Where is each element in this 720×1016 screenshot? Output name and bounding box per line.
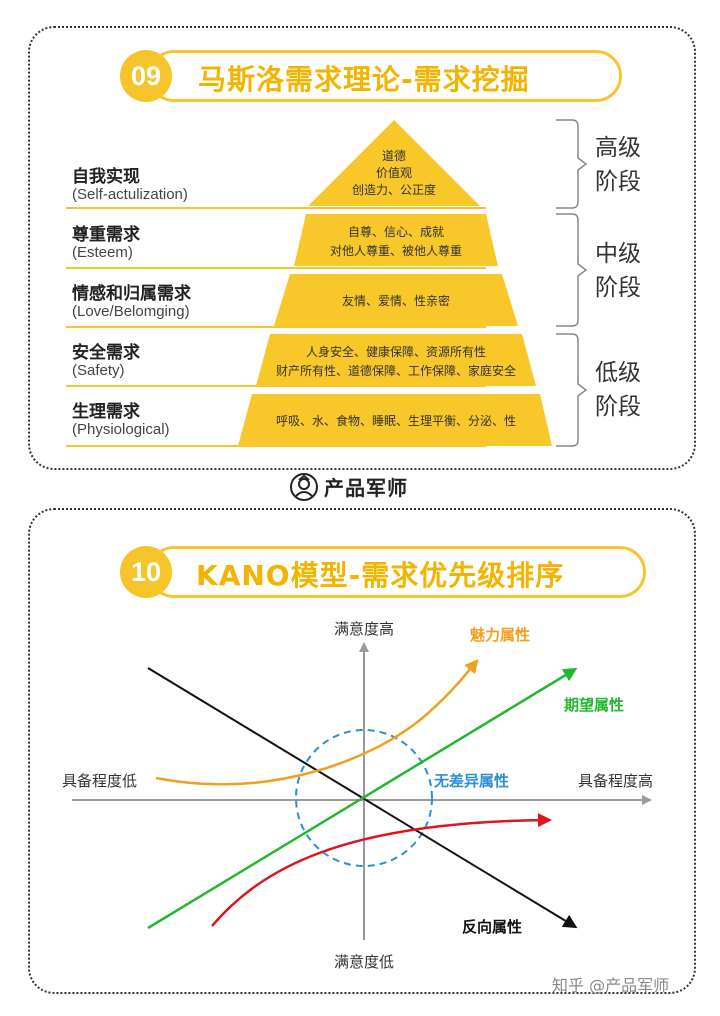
level-en-4: (Physiological) (72, 421, 170, 438)
tier-desc-3-line-2: 财产所有性、道德保障、工作保障、家庭安全 (276, 363, 516, 378)
maslow-section-badge: 09 (120, 50, 172, 102)
watermark: 知乎 @产品军师 (552, 976, 670, 995)
pyramid-tier-safety (256, 334, 536, 386)
stage-low-line-2: 阶段 (595, 394, 641, 420)
pyramid-tier-esteem (294, 214, 498, 266)
level-en-3: (Safety) (72, 362, 125, 379)
maslow-title-pill (148, 50, 622, 102)
pyramid-tier-self-actualization (308, 120, 480, 206)
level-en-1: (Esteem) (72, 244, 133, 261)
stage-bracket-mid (556, 213, 588, 327)
tier-desc-2-line-1: 友情、爱情、性亲密 (342, 293, 450, 308)
tier-desc-3-line-1: 人身安全、健康保障、资源所有性 (306, 344, 486, 359)
tier-desc-1-line-1: 自尊、信心、成就 (348, 224, 444, 239)
level-en-2: (Love/Belomging) (72, 303, 190, 320)
stage-low: 低级 阶段 (588, 356, 648, 424)
tier-desc-4-line-1: 呼吸、水、食物、睡眠、生理平衡、分泌、性 (276, 413, 516, 428)
stage-low-line-1: 低级 (595, 360, 641, 386)
stage-mid-line-1: 中级 (595, 241, 641, 267)
general-avatar-icon (290, 472, 318, 501)
pyramid-tier-physiological (238, 394, 552, 446)
tier-desc-0-line-3: 创造力、公正度 (352, 182, 436, 197)
pyramid-tier-love (274, 274, 518, 326)
kano-section-badge: 10 (120, 546, 172, 598)
kano-title: KANO模型-需求优先级排序 (196, 559, 565, 592)
tier-desc-0-line-1: 道德 (382, 148, 406, 163)
maslow-pyramid-diagram: 道德 价值观 创造力、公正度 自尊、信心、成就 对他人尊重、被他人尊重 友情、爱… (66, 119, 588, 447)
level-name-3: 安全需求 (72, 343, 140, 363)
level-en-0: (Self-actulization) (72, 186, 188, 203)
level-name-4: 生理需求 (72, 402, 140, 422)
level-name-1: 尊重需求 (72, 225, 140, 245)
stage-high-line-1: 高级 (595, 135, 641, 161)
stage-bracket-low (556, 333, 588, 447)
maslow-title: 马斯洛需求理论-需求挖掘 (198, 63, 530, 96)
brand-logo: 产品军师 (290, 472, 408, 501)
stage-mid: 中级 阶段 (588, 237, 648, 305)
stage-mid-line-2: 阶段 (595, 275, 641, 301)
stage-high-line-2: 阶段 (595, 169, 641, 195)
stage-bracket-high (556, 119, 588, 209)
tier-desc-0-line-2: 价值观 (376, 165, 412, 180)
kano-title-pill (148, 546, 646, 598)
tier-desc-1-line-2: 对他人尊重、被他人尊重 (330, 243, 462, 258)
level-name-2: 情感和归属需求 (72, 284, 191, 304)
brand-name: 产品军师 (324, 476, 408, 500)
stage-high: 高级 阶段 (588, 131, 648, 199)
level-name-0: 自我实现 (72, 167, 140, 187)
